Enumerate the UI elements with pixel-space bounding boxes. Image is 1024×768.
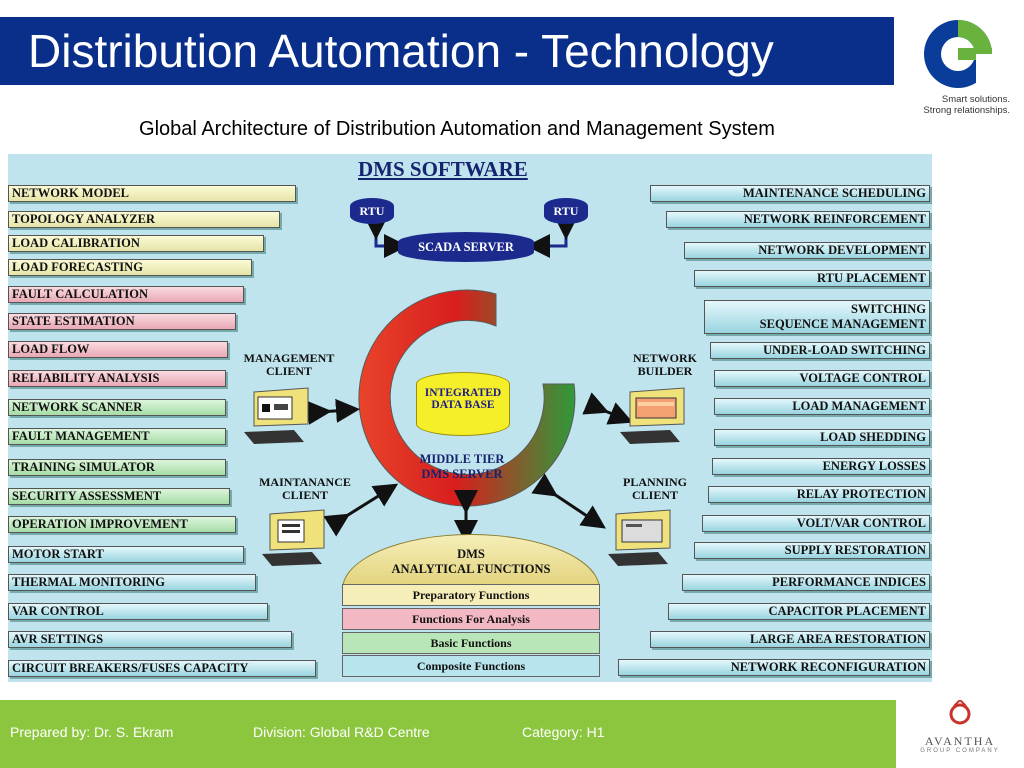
left-function-bar: MOTOR START xyxy=(8,546,244,563)
analytical-layer: Composite Functions xyxy=(342,655,600,677)
page-title: Distribution Automation - Technology xyxy=(28,25,774,77)
planning-client-label: PLANNING CLIENT xyxy=(610,476,700,502)
cg-logo xyxy=(924,20,992,88)
integrated-database-node: INTEGRATED DATA BASE xyxy=(416,372,510,436)
left-function-bar: STATE ESTIMATION xyxy=(8,313,236,330)
footer-division: Division: Global R&D Centre xyxy=(253,724,430,740)
network-builder-line-1: NETWORK xyxy=(632,351,697,365)
avantha-sub: GROUP COMPANY xyxy=(920,748,1000,754)
left-function-bar: FAULT MANAGEMENT xyxy=(8,428,226,445)
network-builder-computer-icon xyxy=(620,387,685,444)
analytical-title-line-1: DMS xyxy=(457,547,485,561)
diagram-subtitle: Global Architecture of Distribution Auto… xyxy=(139,118,775,140)
management-client-line-1: MANAGEMENT xyxy=(243,351,335,365)
left-function-bar: LOAD CALIBRATION xyxy=(8,235,264,252)
right-function-bar: UNDER-LOAD SWITCHING xyxy=(710,342,930,359)
maintenance-client-line-1: MAINTANANCE xyxy=(259,475,351,489)
analytical-layer: Basic Functions xyxy=(342,632,600,654)
database-label-line-1: INTEGRATED xyxy=(424,387,502,399)
left-function-bar: LOAD FLOW xyxy=(8,341,228,358)
planning-client-line-1: PLANNING xyxy=(622,475,687,489)
left-function-bar: THERMAL MONITORING xyxy=(8,574,256,591)
tagline-line-2: Strong relationships. xyxy=(923,105,1010,116)
right-function-bar-two-line: SWITCHING SEQUENCE MANAGEMENT xyxy=(704,300,930,334)
tagline: Smart solutions. Strong relationships. xyxy=(900,94,1010,116)
right-function-bar: MAINTENANCE SCHEDULING xyxy=(650,185,930,202)
database-label-line-2: DATA BASE xyxy=(431,399,495,411)
right-function-bar: LOAD MANAGEMENT xyxy=(714,398,930,415)
management-computer-icon xyxy=(244,387,309,444)
scada-server-node: SCADA SERVER xyxy=(398,232,534,262)
right-function-bar: NETWORK DEVELOPMENT xyxy=(684,242,930,259)
right-function-bar: LARGE AREA RESTORATION xyxy=(650,631,930,648)
left-function-bar: TRAINING SIMULATOR xyxy=(8,459,226,476)
middle-tier-ring xyxy=(358,289,576,507)
left-function-bar: TOPOLOGY ANALYZER xyxy=(8,211,280,228)
diagram-graphics xyxy=(244,216,685,566)
management-client-label: MANAGEMENT CLIENT xyxy=(234,352,344,378)
maintenance-client-label: MAINTANANCE CLIENT xyxy=(244,476,366,502)
avantha-logo: AVANTHA GROUP COMPANY xyxy=(906,700,1014,768)
middle-tier-server-label: MIDDLE TIER DMS SERVER xyxy=(402,452,522,482)
rtu-left-node: RTU xyxy=(350,198,394,224)
right-function-bar: PERFORMANCE INDICES xyxy=(682,574,930,591)
maintenance-client-line-2: CLIENT xyxy=(281,488,328,502)
planning-arrow xyxy=(531,473,606,529)
right-function-bar: SUPPLY RESTORATION xyxy=(694,542,930,559)
left-function-bar: VAR CONTROL xyxy=(8,603,268,620)
middle-tier-line-2: DMS SERVER xyxy=(421,467,503,481)
right-function-line-2: SEQUENCE MANAGEMENT xyxy=(759,317,926,331)
left-function-bar: RELIABILITY ANALYSIS xyxy=(8,370,226,387)
rtu-right-connector xyxy=(526,216,578,258)
right-function-bar: VOLT/VAR CONTROL xyxy=(702,515,930,532)
avantha-brand: AVANTHA xyxy=(924,734,996,748)
left-function-bar: SECURITY ASSESSMENT xyxy=(8,488,230,505)
tagline-line-1: Smart solutions. xyxy=(941,94,1010,105)
footer-bar: Prepared by: Dr. S. Ekram Division: Glob… xyxy=(0,700,896,768)
network-builder-arrow xyxy=(582,392,634,425)
left-function-bar: NETWORK SCANNER xyxy=(8,399,226,416)
left-function-bar: OPERATION IMPROVEMENT xyxy=(8,516,236,533)
network-builder-label: NETWORK BUILDER xyxy=(620,352,710,378)
rtu-right-node: RTU xyxy=(544,198,588,224)
maintenance-arrow xyxy=(323,483,399,537)
left-function-bar: CIRCUIT BREAKERS/FUSES CAPACITY xyxy=(8,660,316,677)
left-function-bar: NETWORK MODEL xyxy=(8,185,296,202)
planning-computer-icon xyxy=(608,509,671,566)
right-function-bar: ENERGY LOSSES xyxy=(712,458,930,475)
rtu-left-connector xyxy=(364,216,408,258)
footer-category: Category: H1 xyxy=(522,724,605,740)
planning-client-line-2: CLIENT xyxy=(631,488,678,502)
management-arrow xyxy=(307,398,360,425)
footer-prepared-by: Prepared by: Dr. S. Ekram xyxy=(10,724,174,740)
right-function-bar: NETWORK RECONFIGURATION xyxy=(618,659,930,676)
dms-architecture-diagram: DMS SOFTWARE NETWORK MODEL TOPOLOGY ANAL… xyxy=(8,154,932,682)
analytical-layer: Functions For Analysis xyxy=(342,608,600,630)
analytical-layer: Preparatory Functions xyxy=(342,584,600,606)
right-function-bar: NETWORK REINFORCEMENT xyxy=(666,211,930,228)
management-client-line-2: CLIENT xyxy=(265,364,312,378)
right-function-bar: LOAD SHEDDING xyxy=(714,429,930,446)
analytical-title-line-2: ANALYTICAL FUNCTIONS xyxy=(391,562,551,576)
right-function-bar: RTU PLACEMENT xyxy=(694,270,930,287)
right-function-line-1: SWITCHING xyxy=(850,302,926,316)
left-function-bar: FAULT CALCULATION xyxy=(8,286,244,303)
right-function-bar: RELAY PROTECTION xyxy=(708,486,930,503)
title-bar: Distribution Automation - Technology xyxy=(0,17,894,85)
network-builder-line-2: BUILDER xyxy=(637,364,693,378)
dms-software-title: DMS SOFTWARE xyxy=(358,157,528,181)
middle-tier-line-1: MIDDLE TIER xyxy=(419,452,505,466)
avantha-emblem-icon xyxy=(949,700,971,725)
right-function-bar: VOLTAGE CONTROL xyxy=(714,370,930,387)
right-function-bar: CAPACITOR PLACEMENT xyxy=(668,603,930,620)
left-function-bar: AVR SETTINGS xyxy=(8,631,292,648)
maintenance-computer-icon xyxy=(262,509,325,566)
left-function-bar: LOAD FORECASTING xyxy=(8,259,252,276)
